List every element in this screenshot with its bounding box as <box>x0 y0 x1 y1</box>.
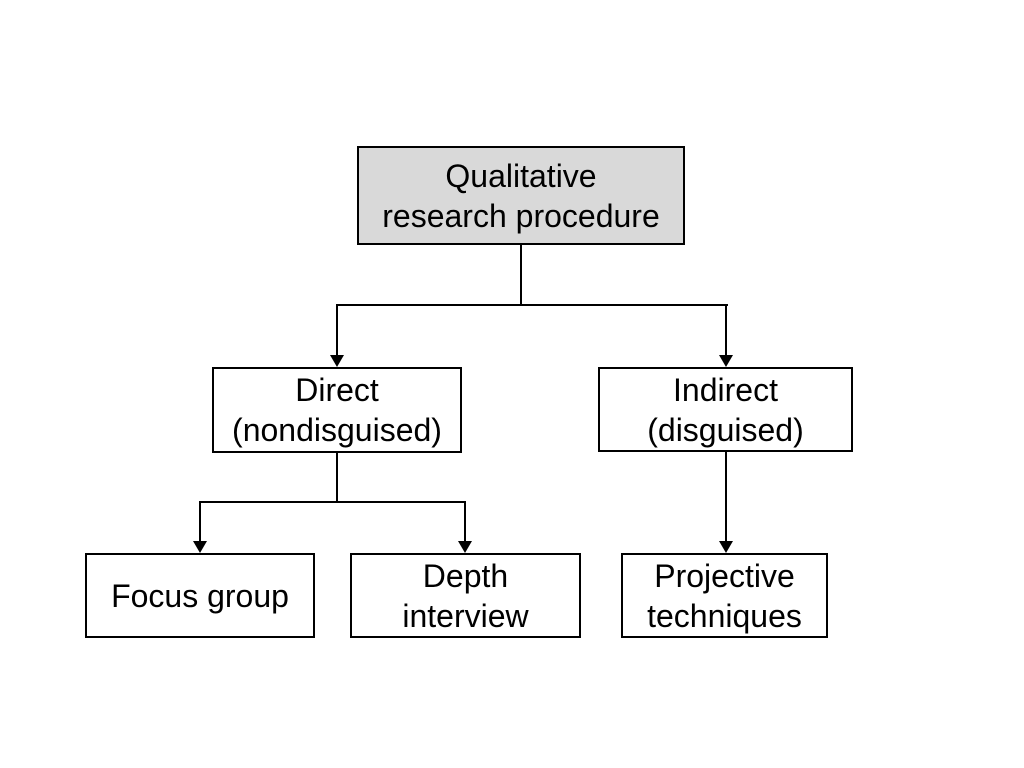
node-label-line: Focus group <box>111 577 289 614</box>
node-projective-techniques: Projective techniques <box>621 553 828 638</box>
node-label-line: (disguised) <box>647 411 804 448</box>
node-focus-group: Focus group <box>85 553 315 638</box>
node-label-line: Qualitative <box>445 157 597 194</box>
node-label-line: Direct <box>295 372 379 408</box>
arrowheads <box>193 355 733 553</box>
node-label-line: (nondisguised) <box>232 412 442 448</box>
arrowhead-projective <box>719 541 733 553</box>
node-label-line: Depth <box>422 557 509 594</box>
node-qualitative-research-procedure: Qualitative research procedure <box>357 146 685 245</box>
node-indirect-disguised: Indirect (disguised) <box>598 367 853 452</box>
node-label-line: research procedure <box>382 197 660 234</box>
connector-direct-to-children <box>199 453 466 542</box>
node-label-line: techniques <box>647 597 802 634</box>
arrowhead-depth-interview <box>458 541 472 553</box>
arrowhead-direct <box>330 355 344 367</box>
node-label-line: Projective <box>654 557 795 594</box>
arrowhead-focus-group <box>193 541 207 553</box>
node-depth-interview: Depth interview <box>350 553 581 638</box>
node-label-line: Indirect <box>673 371 778 408</box>
connector-root-to-children <box>336 245 728 356</box>
arrowhead-indirect <box>719 355 733 367</box>
node-label-line: interview <box>402 597 529 634</box>
node-direct-nondisguised: Direct (nondisguised) <box>212 367 462 453</box>
